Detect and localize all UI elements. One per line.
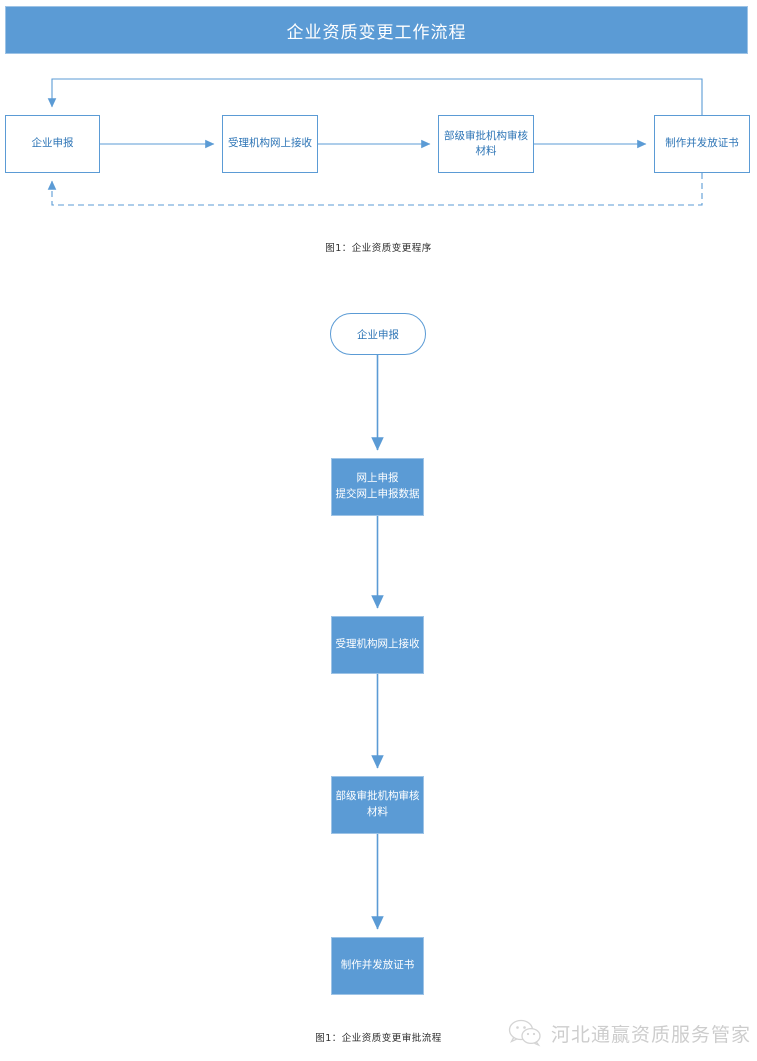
figure-1-connectors: [47, 78, 703, 206]
figure-1-horizontal-flowchart: 企业申报 受理机构网上接收 部级审批机构审核材料 制作并发放证书: [0, 60, 757, 230]
flow2-step-label: 受理机构网上接收: [336, 637, 420, 653]
flow1-node-label: 企业申报: [31, 137, 74, 150]
flow1-node-enterprise-application[interactable]: 企业申报: [5, 115, 100, 173]
flow2-step-line1: 网上申报: [356, 472, 399, 485]
flow2-start-enterprise-application[interactable]: 企业申报: [330, 313, 426, 355]
flow2-step-line1: 部级审批机构审核: [335, 790, 420, 803]
figure-2-vertical-flowchart: 企业申报 网上申报 提交网上申报数据 受理机构网上接收 部级审批机构审核 材料 …: [0, 300, 757, 1020]
watermark: 河北通赢资质服务管家: [508, 1012, 752, 1054]
flow2-step-line2: 提交网上申报数据: [335, 488, 420, 500]
flow1-node-label: 制作并发放证书: [665, 137, 739, 150]
flow1-node-ministry-review-materials[interactable]: 部级审批机构审核材料: [438, 115, 534, 173]
flow2-step-label: 部级审批机构审核 材料: [336, 789, 420, 821]
flow1-node-agency-online-receive[interactable]: 受理机构网上接收: [222, 115, 318, 173]
flow2-step-label: 制作并发放证书: [341, 958, 415, 974]
figure-2-caption: 图1：企业资质变更审批流程: [315, 1033, 442, 1044]
page-title: 企业资质变更工作流程: [286, 22, 467, 43]
flow2-step-issue-certificate[interactable]: 制作并发放证书: [331, 937, 424, 995]
flow2-step-line2: 材料: [367, 806, 388, 818]
flow2-step-online-application[interactable]: 网上申报 提交网上申报数据: [331, 458, 424, 516]
figure-1-caption: 图1：企业资质变更程序: [325, 243, 432, 254]
edge-n4-n1-top-feedback: [47, 78, 703, 115]
figure-2-connectors: [371, 355, 384, 930]
flow1-node-issue-certificate[interactable]: 制作并发放证书: [654, 115, 750, 173]
flow2-step-line1: 制作并发放证书: [340, 959, 415, 972]
flow2-step-line1: 受理机构网上接收: [335, 638, 420, 651]
page-title-bar: 企业资质变更工作流程: [5, 6, 748, 54]
edge-n4-n1-bottom-feedback-dashed: [47, 173, 703, 206]
flow2-step-agency-online-receive[interactable]: 受理机构网上接收: [331, 616, 424, 674]
flow2-step-label: 网上申报 提交网上申报数据: [336, 471, 420, 503]
flow1-node-label: 受理机构网上接收: [228, 137, 312, 150]
flow1-node-label: 部级审批机构审核材料: [444, 129, 528, 157]
flow2-step-ministry-review-materials[interactable]: 部级审批机构审核 材料: [331, 776, 424, 834]
flow2-start-label: 企业申报: [357, 328, 399, 341]
watermark-text: 河北通赢资质服务管家: [551, 1023, 752, 1046]
wechat-icon: [508, 1019, 541, 1047]
